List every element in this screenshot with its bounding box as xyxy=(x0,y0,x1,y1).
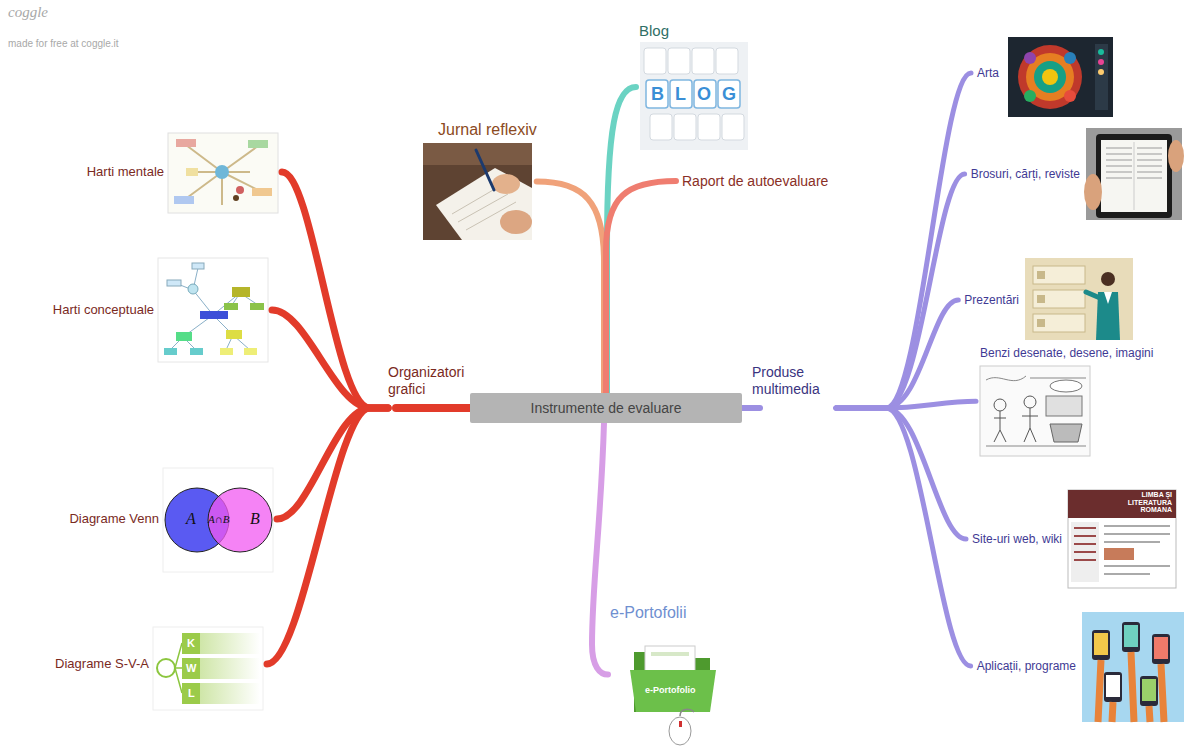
branch-line xyxy=(592,423,608,675)
blog-keyboard-thumbnail xyxy=(640,42,748,150)
topic-text: e-Portofolii xyxy=(610,603,722,622)
leaf-topic: Harti mentale xyxy=(87,162,282,182)
leaf-topic: Arta xyxy=(971,64,1113,82)
venn-set-label: A xyxy=(186,510,196,528)
branch-line xyxy=(836,174,965,408)
branch-line xyxy=(836,73,971,408)
eportfolio-thumbnail xyxy=(625,628,720,746)
branch-line xyxy=(836,408,971,666)
branch-line xyxy=(537,182,604,393)
topic-text: Organizatori grafici xyxy=(388,364,476,398)
journal-thumbnail xyxy=(423,143,532,240)
leaf-topic: Site-uri web, wiki xyxy=(966,530,1176,548)
branch-line xyxy=(742,405,760,411)
branch-line xyxy=(396,404,470,412)
topic-text: Brosuri, cărți, reviste xyxy=(971,167,1080,181)
topic-text: Blog xyxy=(639,22,750,40)
topic-text: Prezentări xyxy=(964,293,1019,307)
topic-text: Harti mentale xyxy=(87,164,164,180)
apps-thumbnail xyxy=(1082,612,1184,722)
branch-topic: Produse multimedia xyxy=(752,364,836,408)
branch-line xyxy=(267,408,388,664)
comics-thumbnail xyxy=(980,366,1090,456)
tablet-thumbnail xyxy=(1084,128,1184,220)
venn-set-label: B xyxy=(250,510,260,528)
topic-text: Site-uri web, wiki xyxy=(972,532,1062,546)
branch-line xyxy=(606,181,676,393)
site-header-text: LIMBA ŞI LITERATURA ROMANA xyxy=(1108,491,1172,514)
branch-topic: e-Portofolii xyxy=(608,603,722,746)
topic-text: Benzi desenate, desene, imagini xyxy=(980,346,1153,360)
mind-map-thumbnail xyxy=(168,133,278,213)
leaf-topic: Diagrame Venn xyxy=(69,509,277,529)
kwl-letter: W xyxy=(186,662,196,674)
topic-text: Produse multimedia xyxy=(752,364,836,398)
topic-text: Diagrame S-V-A xyxy=(55,656,149,672)
leaf-topic: Prezentări xyxy=(958,291,1133,309)
branch-line xyxy=(836,300,958,408)
branch-topic: Raport de autoevaluare xyxy=(676,171,828,192)
folder-label: e-Portofolio xyxy=(645,686,696,696)
watermark-note: made for free at coggle.it xyxy=(8,38,119,49)
topic-text: Raport de autoevaluare xyxy=(682,173,828,190)
root-topic: Instrumente de evaluare xyxy=(470,393,742,423)
leaf-topic: Benzi desenate, desene, imagini xyxy=(976,346,1153,456)
presentation-thumbnail xyxy=(1025,258,1133,340)
kwl-thumbnail xyxy=(153,627,263,710)
leaf-topic: Diagrame S-V-A xyxy=(55,654,267,674)
topic-text: Aplicații, programe xyxy=(977,659,1076,673)
kwl-letter: L xyxy=(188,687,195,699)
venn-thumbnail xyxy=(163,468,273,572)
topic-text: Harti conceptuale xyxy=(53,302,154,318)
topic-text: Jurnal reflexiv xyxy=(438,120,537,139)
branch-line xyxy=(282,172,388,408)
venn-set-label: A∩B xyxy=(208,513,229,525)
keyboard-word: BLOG xyxy=(651,85,747,105)
branch-line xyxy=(277,408,388,519)
art-thumbnail xyxy=(1008,37,1113,117)
website-thumbnail xyxy=(1068,490,1176,588)
branch-topic: Jurnal reflexiv xyxy=(420,120,537,243)
topic-text: Diagrame Venn xyxy=(69,511,159,527)
branch-line xyxy=(607,87,636,393)
topic-text: Instrumente de evaluare xyxy=(531,400,682,417)
concept-map-thumbnail xyxy=(158,258,268,362)
watermark: coggle xyxy=(8,4,48,21)
leaf-topic: Aplicații, programe xyxy=(971,657,1184,675)
branch-line xyxy=(272,310,388,408)
leaf-topic: Harti conceptuale xyxy=(53,300,272,320)
topic-text: Arta xyxy=(977,66,999,80)
leaf-topic: Brosuri, cărți, reviste xyxy=(965,165,1182,183)
kwl-letter: K xyxy=(187,637,195,649)
branch-topic: Organizatori grafici xyxy=(388,364,476,408)
